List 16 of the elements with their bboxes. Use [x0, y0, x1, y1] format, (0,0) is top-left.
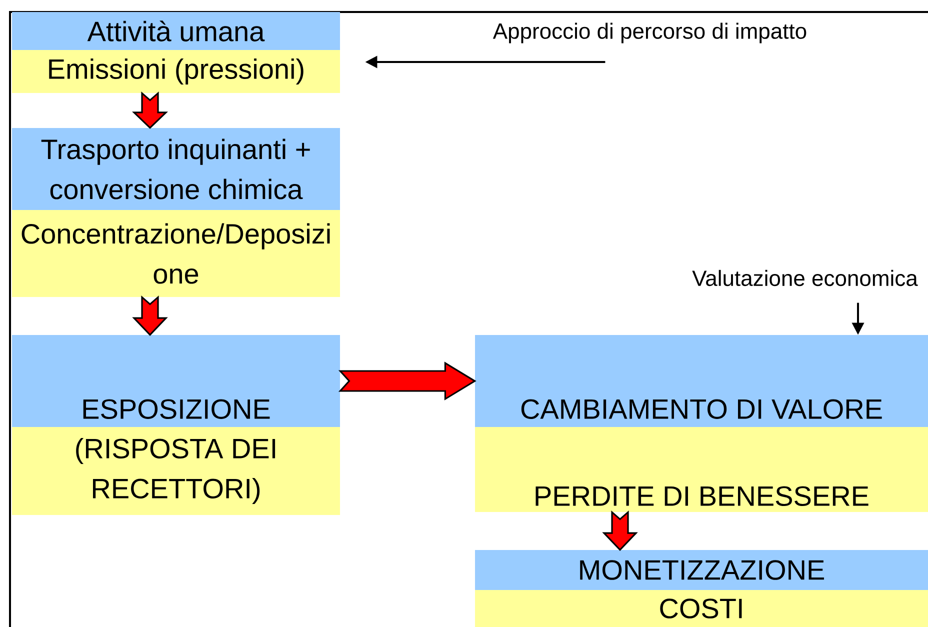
block-arrow — [132, 295, 168, 336]
process-box: (RISPOSTA DEI RECETTORI) — [12, 427, 340, 515]
process-box: PERDITE DI BENESSERE — [475, 427, 928, 512]
process-box: MONETIZZAZIONE — [475, 550, 928, 590]
process-box: Attività umana — [12, 12, 340, 50]
process-box: Trasporto inquinanti + conversione chimica — [12, 128, 340, 210]
process-box: Emissioni (pressioni) — [12, 50, 340, 93]
block-arrow — [602, 510, 638, 551]
process-box: Concentrazione/Deposizi one — [12, 210, 340, 297]
process-box: CAMBIAMENTO DI VALORE — [475, 335, 928, 427]
block-arrow — [132, 91, 168, 129]
process-box: COSTI — [475, 590, 928, 627]
edge-label: Valutazione economica — [691, 268, 919, 288]
process-box: ESPOSIZIONE — [12, 335, 340, 427]
edge-label: Approccio di percorso di impatto — [492, 22, 808, 44]
block-arrow — [338, 362, 476, 400]
